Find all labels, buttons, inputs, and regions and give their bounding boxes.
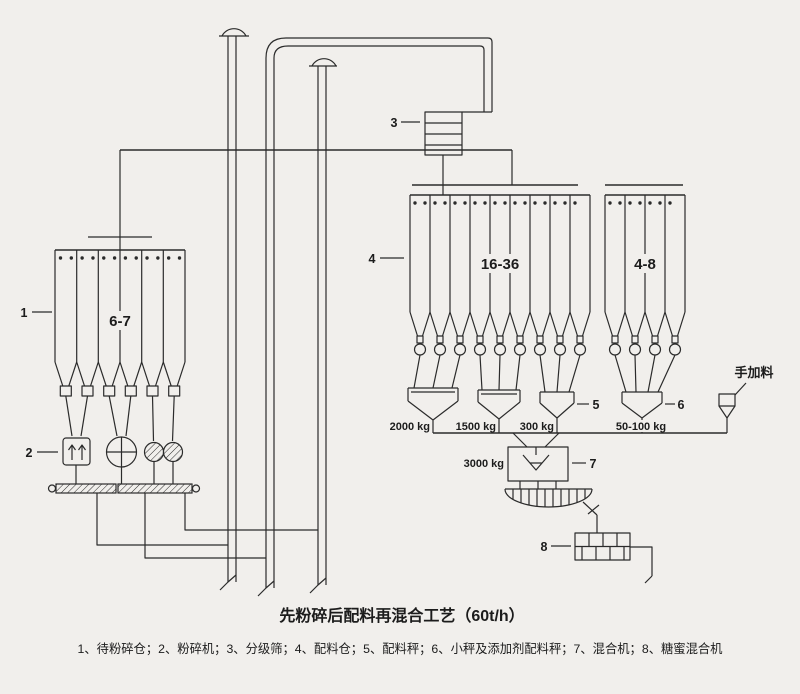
molasses-mixer bbox=[574, 532, 653, 584]
callout-3: 3 bbox=[391, 116, 398, 130]
batch-bins-small: 4-8 bbox=[604, 194, 686, 393]
callout-1: 1 bbox=[21, 306, 28, 320]
raw-bin-gates bbox=[59, 385, 181, 397]
crusher-3 bbox=[143, 441, 184, 484]
raw-bins-count-label: 6-7 bbox=[109, 313, 131, 330]
bucket-elevator-a bbox=[219, 28, 249, 591]
callout-labels: 1 2 3 4 5 6 7 8 bbox=[21, 116, 685, 554]
discharge-valve bbox=[582, 501, 600, 533]
manual-feed: 手加料 bbox=[718, 365, 774, 433]
scale-2-capacity: 1500 kg bbox=[456, 421, 496, 433]
callout-2: 2 bbox=[26, 446, 33, 460]
additive-scale-capacity: 50-100 kg bbox=[616, 421, 666, 433]
diagram-legend: 1、待粉碎仓；2、粉碎机；3、分级筛；4、配料仓；5、配料秤；6、小秤及添加剂配… bbox=[78, 641, 724, 656]
scale-3-capacity: 300 kg bbox=[520, 421, 554, 433]
diagram-title: 先粉碎后配料再混合工艺（60t/h） bbox=[279, 606, 524, 625]
callout-7: 7 bbox=[590, 457, 597, 471]
mixer bbox=[504, 446, 593, 508]
callout-8: 8 bbox=[541, 540, 548, 554]
additive-scale bbox=[621, 391, 663, 433]
callout-4: 4 bbox=[369, 252, 376, 266]
batch-scale-1 bbox=[407, 387, 459, 433]
callout-6: 6 bbox=[678, 398, 685, 412]
batch-scale-2 bbox=[477, 389, 521, 433]
bucket-elevator-b bbox=[257, 37, 493, 597]
manual-feed-label: 手加料 bbox=[734, 365, 773, 380]
distribution-conveyor-line bbox=[88, 149, 513, 250]
batch-scale-3 bbox=[539, 391, 575, 433]
screw-conveyors bbox=[47, 483, 201, 494]
batch-bins-main: 16-36 bbox=[409, 194, 591, 393]
batch-bins-small-feeders bbox=[608, 335, 682, 356]
raw-bins-bank: 6-7 bbox=[54, 249, 186, 442]
callout-5: 5 bbox=[593, 398, 600, 412]
bucket-elevator-c bbox=[309, 58, 337, 594]
crusher-1 bbox=[62, 437, 91, 484]
collecting-line bbox=[433, 432, 727, 448]
mixer-capacity: 3000 kg bbox=[464, 458, 504, 470]
crusher-2 bbox=[105, 436, 138, 484]
scale-1-capacity: 2000 kg bbox=[390, 421, 430, 433]
transfer-lines bbox=[96, 493, 318, 559]
batch-bins-main-feeders bbox=[413, 335, 587, 356]
batch-bins-main-count-label: 16-36 bbox=[481, 256, 519, 273]
classifier-sieve bbox=[424, 111, 492, 195]
batch-bins-small-count-label: 4-8 bbox=[634, 256, 656, 273]
